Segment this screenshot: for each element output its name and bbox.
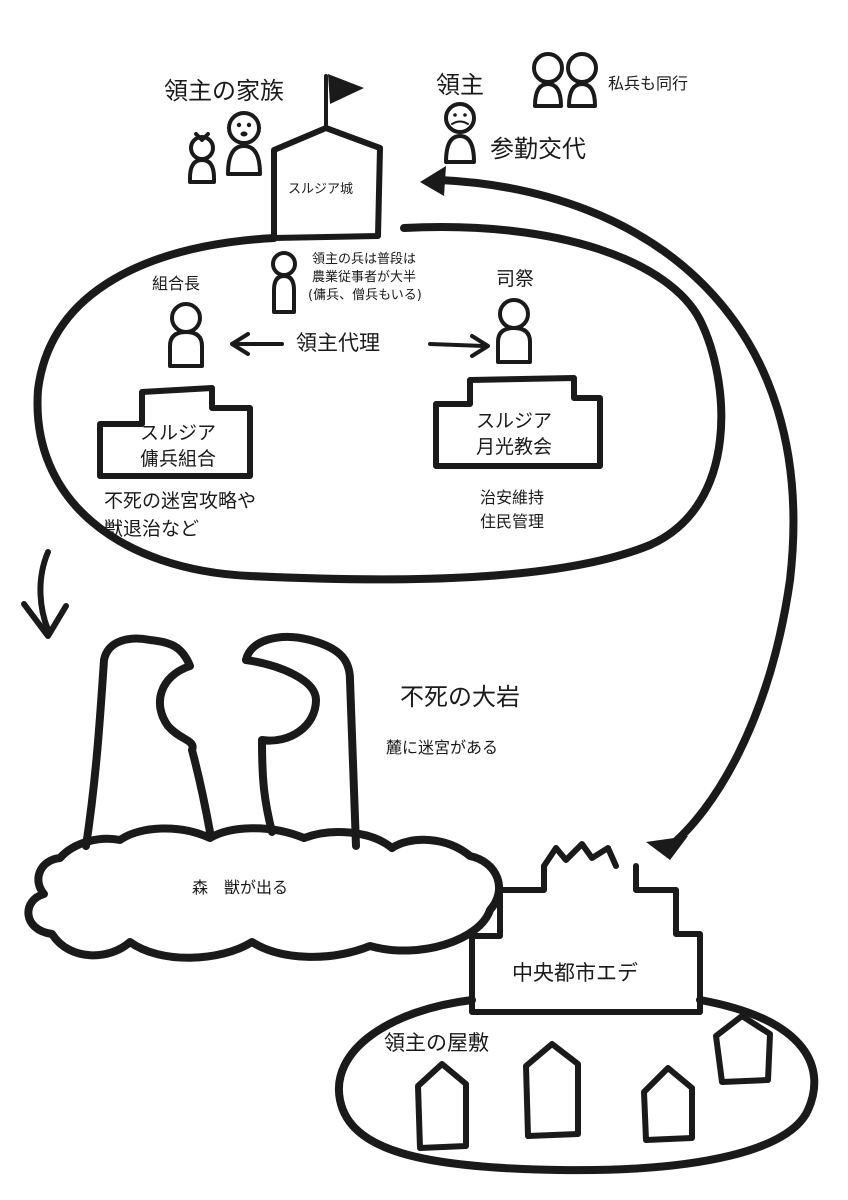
great-rock-icon: [82, 633, 360, 850]
castle-icon: [271, 74, 383, 241]
church-building-outline: [433, 375, 603, 469]
lord-family-figures: [188, 111, 262, 184]
label-soldiers-note-3: (傭兵、僧兵もいる): [308, 288, 422, 303]
label-private-troops: 私兵も同行: [608, 74, 689, 93]
daughter-figure: [188, 132, 216, 184]
label-soldiers-note-2: 農業従事者が大半: [312, 270, 417, 285]
label-lord-family: 領主の家族: [164, 77, 284, 105]
down-arrow: [21, 549, 69, 639]
label-lord-residence: 領主の屋敷: [384, 1031, 489, 1055]
label-church-duties-2: 住民管理: [480, 512, 545, 531]
label-guild-line1: スルジア: [140, 422, 217, 444]
label-lord-deputy: 領主代理: [296, 331, 380, 355]
travel-arrow: [420, 166, 798, 860]
label-church-duties-1: 治安維持: [480, 488, 545, 507]
guild-master-figure: [168, 302, 204, 368]
capital-city-icon: [469, 841, 703, 1015]
capital-boundary: [334, 996, 819, 1175]
priest-figure: [496, 298, 532, 364]
residence-houses: [415, 1013, 773, 1151]
label-alternate-attendance: 参勤交代: [490, 135, 586, 163]
label-lord: 領主: [436, 71, 484, 99]
private-troops-figures: [532, 52, 598, 108]
wife-figure: [226, 111, 262, 176]
label-guild-master: 組合長: [152, 274, 201, 293]
label-castle: スルジア城: [288, 182, 354, 197]
label-guild-line2: 傭兵組合: [140, 448, 217, 470]
forest-cloud: [24, 824, 503, 962]
label-rock-title: 不死の大岩: [400, 683, 520, 711]
label-church-line2: 月光教会: [476, 436, 553, 458]
label-soldiers-note-1: 領主の兵は普段は: [312, 252, 417, 267]
label-capital: 中央都市エデ: [512, 961, 638, 985]
label-guild-duties-2: 獣退治など: [104, 518, 200, 540]
soldier-figure: [271, 251, 297, 314]
deputy-arrows: [230, 332, 490, 358]
label-priest: 司祭: [496, 268, 535, 290]
territory-boundary: [33, 223, 726, 584]
lord-figure: [444, 102, 476, 164]
label-church-line1: スルジア: [476, 410, 553, 432]
label-rock-note: 麓に迷宮がある: [386, 738, 499, 757]
guild-building-outline: [97, 385, 253, 479]
label-forest: 森 獣が出る: [192, 878, 289, 897]
label-guild-duties-1: 不死の迷宮攻略や: [104, 490, 257, 512]
